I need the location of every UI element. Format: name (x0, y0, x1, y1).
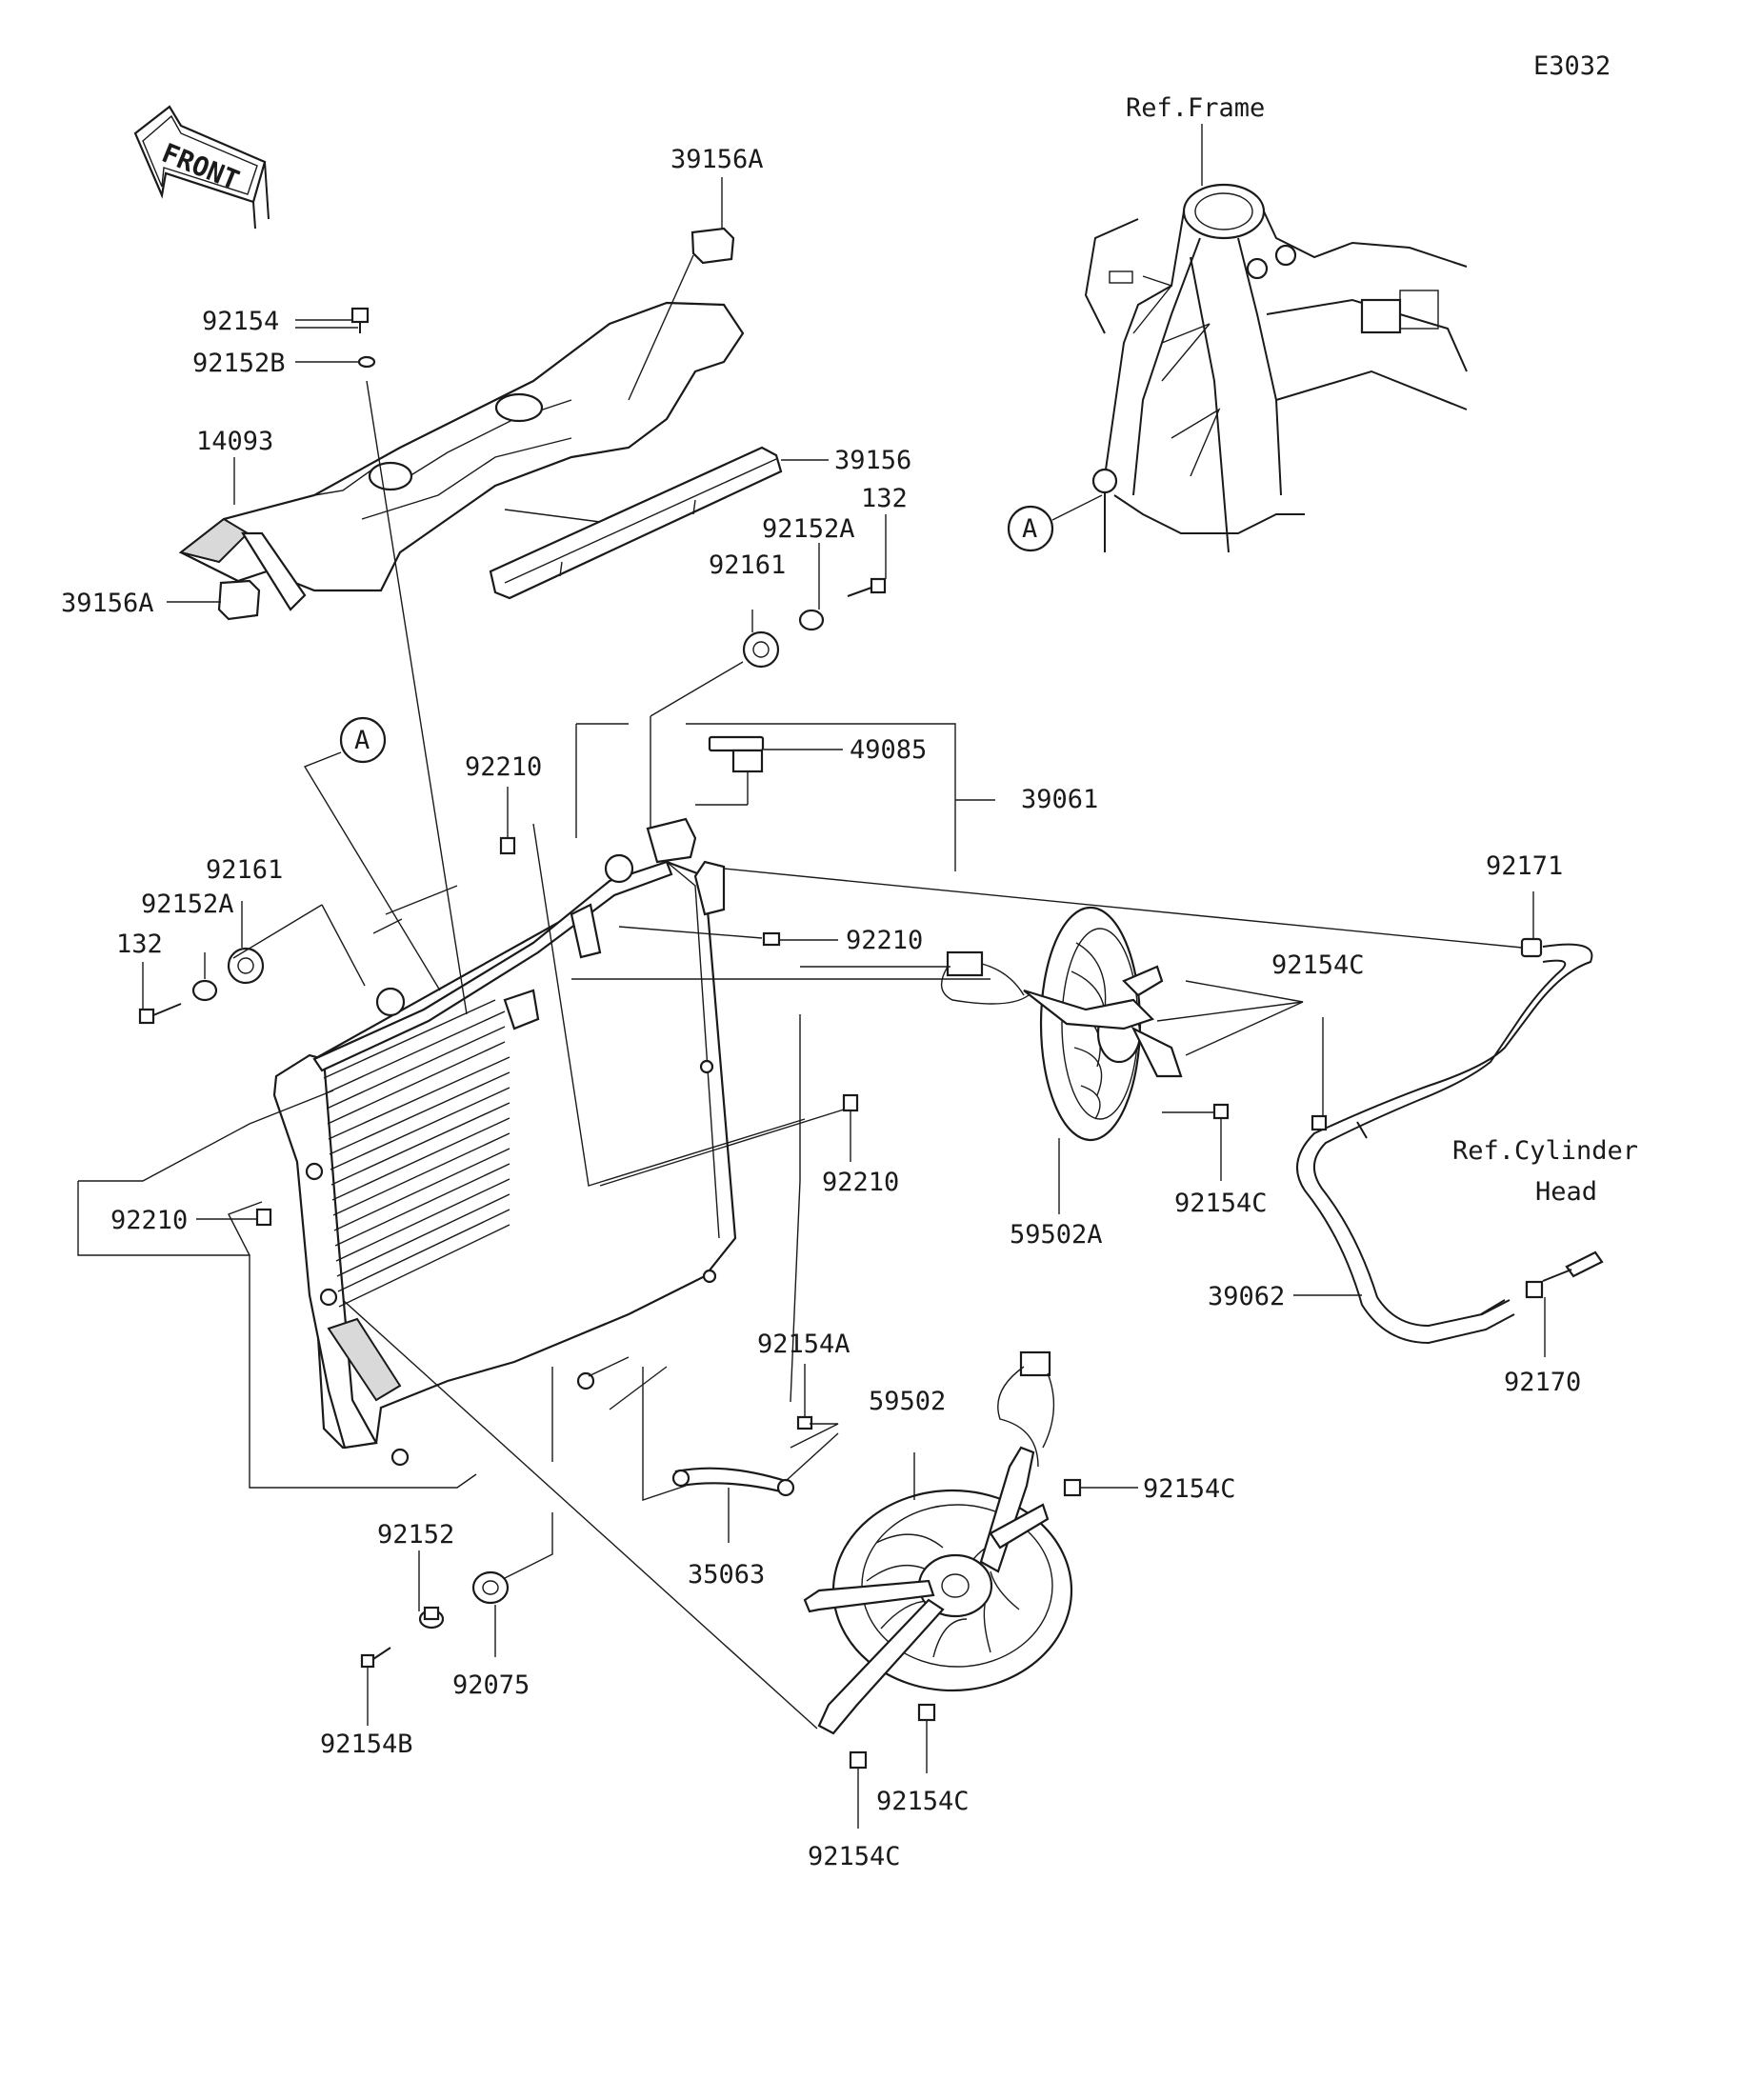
fan-59502A (940, 906, 1183, 1142)
nut-92154C-fan1 (1212, 1103, 1230, 1120)
rubber-39156A-left (217, 579, 261, 621)
label-49085: 49085 (850, 735, 927, 765)
strip-39156 (489, 446, 783, 600)
shroud-14093 (178, 301, 745, 611)
label-39156A: 39156A (670, 145, 764, 174)
marker-a-text: A (354, 726, 370, 755)
bolt-92154A (796, 1415, 813, 1430)
label-35063: 35063 (688, 1560, 765, 1590)
collar-92152A-top (798, 609, 825, 631)
label-92075: 92075 (452, 1670, 530, 1700)
clip-92210-center (842, 1093, 859, 1112)
label-92154A: 92154A (757, 1330, 850, 1359)
label-92154C: 92154C (1143, 1474, 1236, 1504)
nut-92154C-right (1311, 1114, 1328, 1131)
bolt-132-top (847, 577, 887, 597)
marker-a-text: A (1022, 514, 1037, 544)
collar-92152A-left (191, 979, 218, 1002)
label-59502: 59502 (869, 1387, 946, 1416)
label-92161: 92161 (206, 855, 283, 885)
radiator-cap-49085 (708, 735, 765, 773)
label-92152A: 92152A (141, 890, 234, 919)
front-arrow-icon: FRONT (133, 105, 270, 230)
label-92210: 92210 (822, 1168, 899, 1197)
label-39062: 39062 (1208, 1282, 1285, 1311)
stay-35063 (671, 1467, 795, 1497)
label-59502A: 59502A (1010, 1220, 1103, 1250)
frame-reference (1084, 183, 1468, 553)
label-39156A: 39156A (61, 589, 154, 618)
label-92210: 92210 (110, 1206, 188, 1235)
nut-92154C-bottom2 (849, 1750, 868, 1770)
ref-cylinder-line2: Head (1535, 1177, 1597, 1207)
label-39156: 39156 (834, 446, 911, 475)
label-92210: 92210 (465, 752, 542, 782)
marker-a-top: A (1007, 494, 1103, 552)
fan-59502 (803, 1350, 1073, 1735)
clip-92210-mid (762, 931, 781, 947)
rubber-39156A-top (690, 227, 735, 265)
label-92154B: 92154B (320, 1730, 413, 1759)
fitting-92170 (1525, 1250, 1604, 1299)
label-92154: 92154 (202, 307, 279, 336)
label-92154C: 92154C (876, 1787, 970, 1816)
clip-92210-top (499, 836, 516, 855)
bolt-132-left (138, 1003, 182, 1025)
clip-92210-left (255, 1208, 272, 1227)
grommet-92161-left (227, 947, 265, 985)
label-92170: 92170 (1504, 1368, 1581, 1397)
ref-frame-label: Ref.Frame (1126, 93, 1265, 123)
label-92210: 92210 (846, 926, 923, 955)
leader-lines (77, 177, 1546, 1829)
label-39061: 39061 (1021, 785, 1098, 814)
label-132: 132 (861, 484, 908, 513)
collar-92152 (418, 1606, 445, 1630)
diagram-code: E3032 (1533, 51, 1611, 81)
nut-92154C-fan2 (1063, 1478, 1082, 1497)
nut-92154C-bottom1 (917, 1703, 936, 1722)
label-92152B: 92152B (192, 349, 286, 378)
grommet-92161-top (742, 630, 780, 669)
grommet-92075 (471, 1570, 510, 1605)
bolt-92154B (360, 1647, 391, 1669)
label-92152A: 92152A (762, 514, 855, 544)
label-92154C: 92154C (1271, 950, 1365, 980)
label-92154C: 92154C (808, 1842, 901, 1871)
label-92171: 92171 (1486, 851, 1563, 881)
ref-cylinder-line1: Ref.Cylinder (1452, 1136, 1638, 1166)
label-132: 132 (116, 930, 163, 959)
label-92161: 92161 (709, 550, 786, 580)
washer-92152B (357, 355, 376, 369)
bolt-92154-top (350, 307, 370, 333)
part-labels: 39156A 92154 92152B 14093 39156 39156A 1… (61, 93, 1638, 1871)
label-92152: 92152 (377, 1520, 454, 1550)
label-92154C: 92154C (1174, 1189, 1268, 1218)
label-14093: 14093 (196, 427, 273, 456)
radiator-39061 (272, 817, 737, 1467)
marker-a-left: A (303, 716, 441, 991)
